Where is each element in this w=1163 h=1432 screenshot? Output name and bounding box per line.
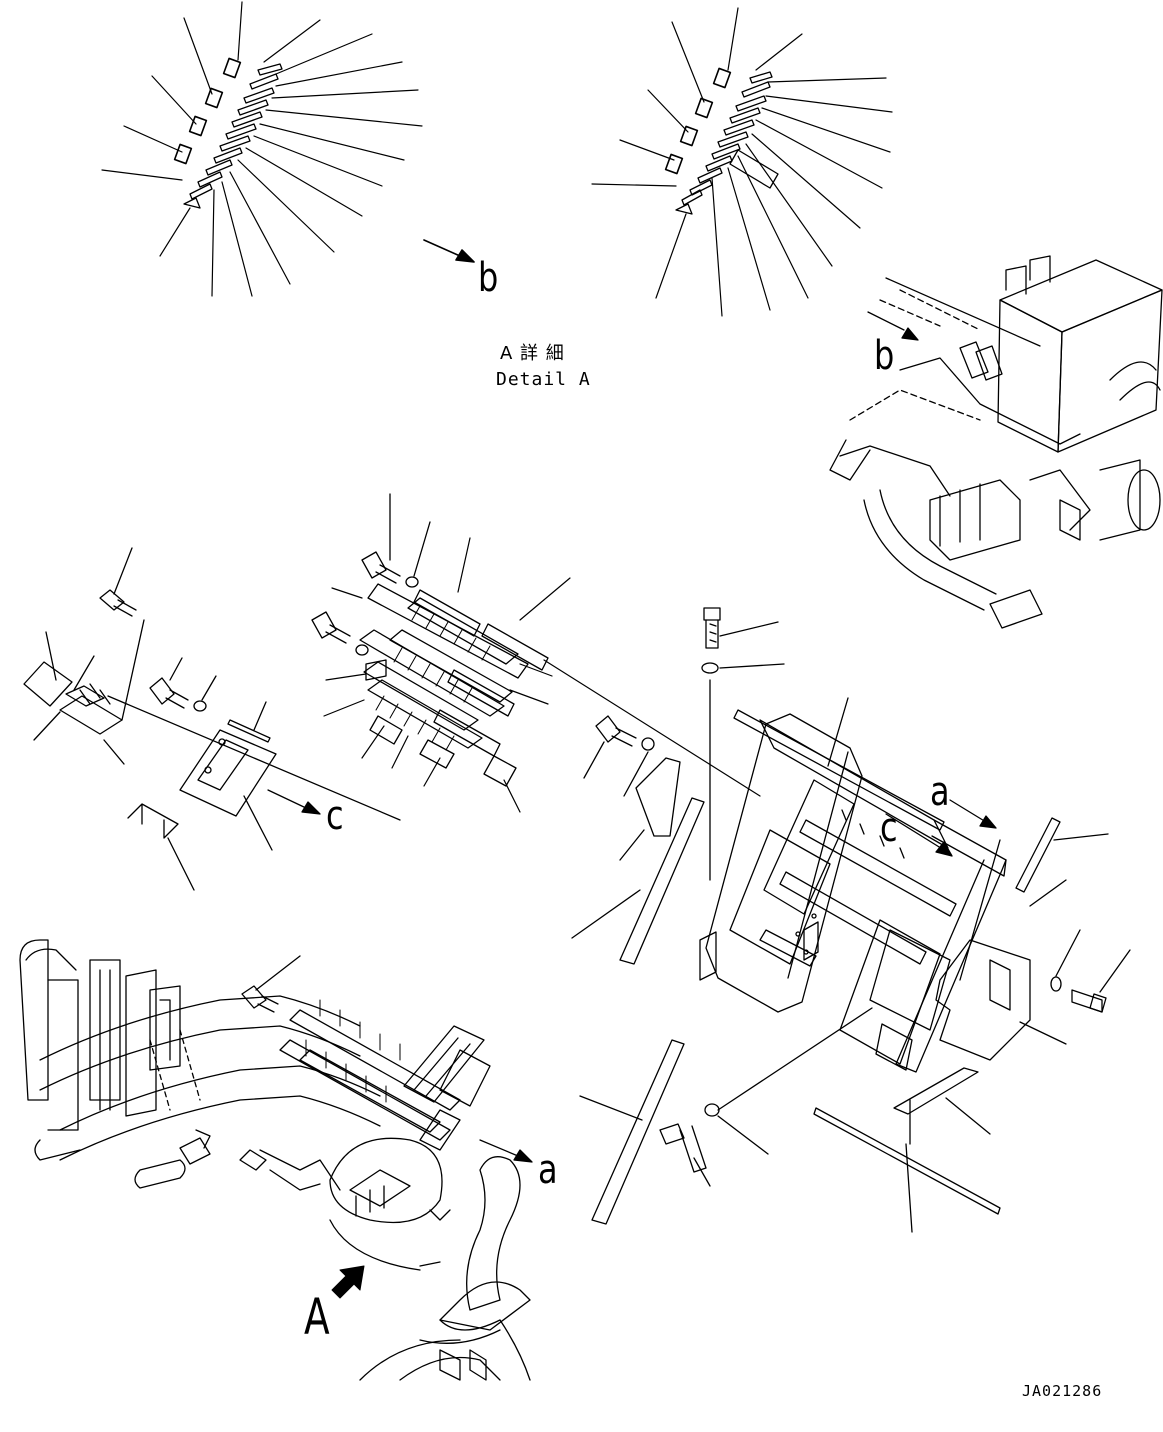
label-b-right: b — [874, 333, 895, 379]
detail-a-right-fan — [591, 7, 893, 317]
detail-title-jp: A 詳 細 — [500, 343, 565, 364]
label-c-right: c — [880, 805, 898, 851]
drawing-id: JA021286 — [1022, 1382, 1103, 1400]
label-c-left: c — [326, 793, 344, 839]
frame-view-b — [829, 255, 1163, 629]
label-view-a: A — [304, 1288, 330, 1346]
detail-title-en: Detail A — [496, 369, 591, 390]
label-a-bottom: a — [538, 1147, 558, 1193]
harness-assembly — [19, 939, 533, 1381]
bracket-assembly — [571, 607, 1131, 1233]
left-relay-assembly — [23, 547, 401, 891]
label-b-top: b — [478, 255, 499, 301]
detail-a-left-fan — [101, 1, 475, 297]
label-a-right: a — [930, 769, 950, 815]
connector-block-assembly — [311, 493, 761, 813]
